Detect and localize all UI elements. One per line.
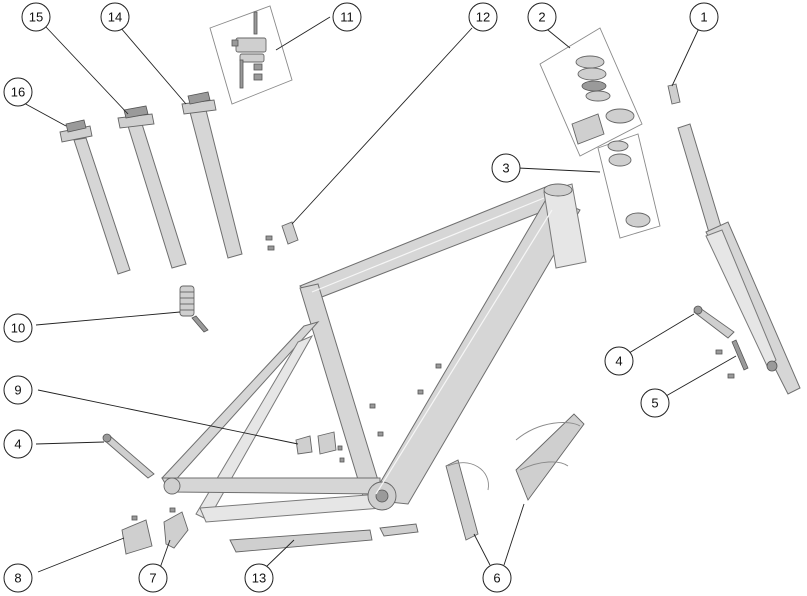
callout-8: 8 <box>4 564 32 592</box>
bottle-cage-right <box>516 414 584 500</box>
derailleur-hanger-part-7 <box>164 508 188 548</box>
front-thru-axle <box>694 306 734 338</box>
callout-label: 10 <box>11 321 25 336</box>
callout-15: 15 <box>22 3 50 31</box>
callout-label: 14 <box>108 10 122 25</box>
bottle-cage-left <box>446 460 488 540</box>
callout-label: 16 <box>11 85 25 100</box>
callout-3: 3 <box>492 154 520 182</box>
fork-bolt-part-5 <box>716 340 748 378</box>
callout-label: 2 <box>538 10 545 25</box>
cable-guide-part-12 <box>266 222 298 250</box>
seatpost-16 <box>60 120 130 274</box>
callout-12: 12 <box>469 3 497 31</box>
hardware-kit-11 <box>210 6 292 104</box>
callout-4-front: 4 <box>605 347 633 375</box>
callout-4-rear: 4 <box>4 430 32 458</box>
bearings-kit-3 <box>598 134 660 238</box>
callout-1: 1 <box>690 3 718 31</box>
callout-6: 6 <box>483 564 511 592</box>
callout-label: 4 <box>615 354 622 369</box>
callout-11: 11 <box>333 3 361 31</box>
callout-13: 13 <box>245 564 273 592</box>
callout-label: 11 <box>340 10 354 25</box>
callout-label: 3 <box>502 161 509 176</box>
callout-label: 13 <box>252 571 266 586</box>
callout-16: 16 <box>4 78 32 106</box>
callout-label: 9 <box>14 383 21 398</box>
callout-label: 8 <box>14 571 21 586</box>
callout-2: 2 <box>528 3 556 31</box>
seatpost-15 <box>118 106 186 268</box>
callout-label: 5 <box>651 396 658 411</box>
dropout-part-8 <box>122 516 152 554</box>
chainstay-protector-13 <box>230 524 418 552</box>
seatpost-14 <box>182 92 242 258</box>
headset-kit-2 <box>540 28 642 156</box>
callout-14: 14 <box>101 3 129 31</box>
callout-label: 1 <box>700 10 707 25</box>
callout-5: 5 <box>641 389 669 417</box>
callout-10: 10 <box>4 314 32 342</box>
callout-label: 12 <box>476 10 490 25</box>
callout-label: 15 <box>29 10 43 25</box>
callout-label: 7 <box>149 571 156 586</box>
callout-label: 6 <box>493 571 500 586</box>
callout-7: 7 <box>139 564 167 592</box>
hanger-part-9 <box>296 432 344 462</box>
rear-thru-axle <box>103 434 154 478</box>
callout-9: 9 <box>4 376 32 404</box>
seat-clamp-part-10 <box>180 286 208 332</box>
callout-label: 4 <box>14 437 21 452</box>
